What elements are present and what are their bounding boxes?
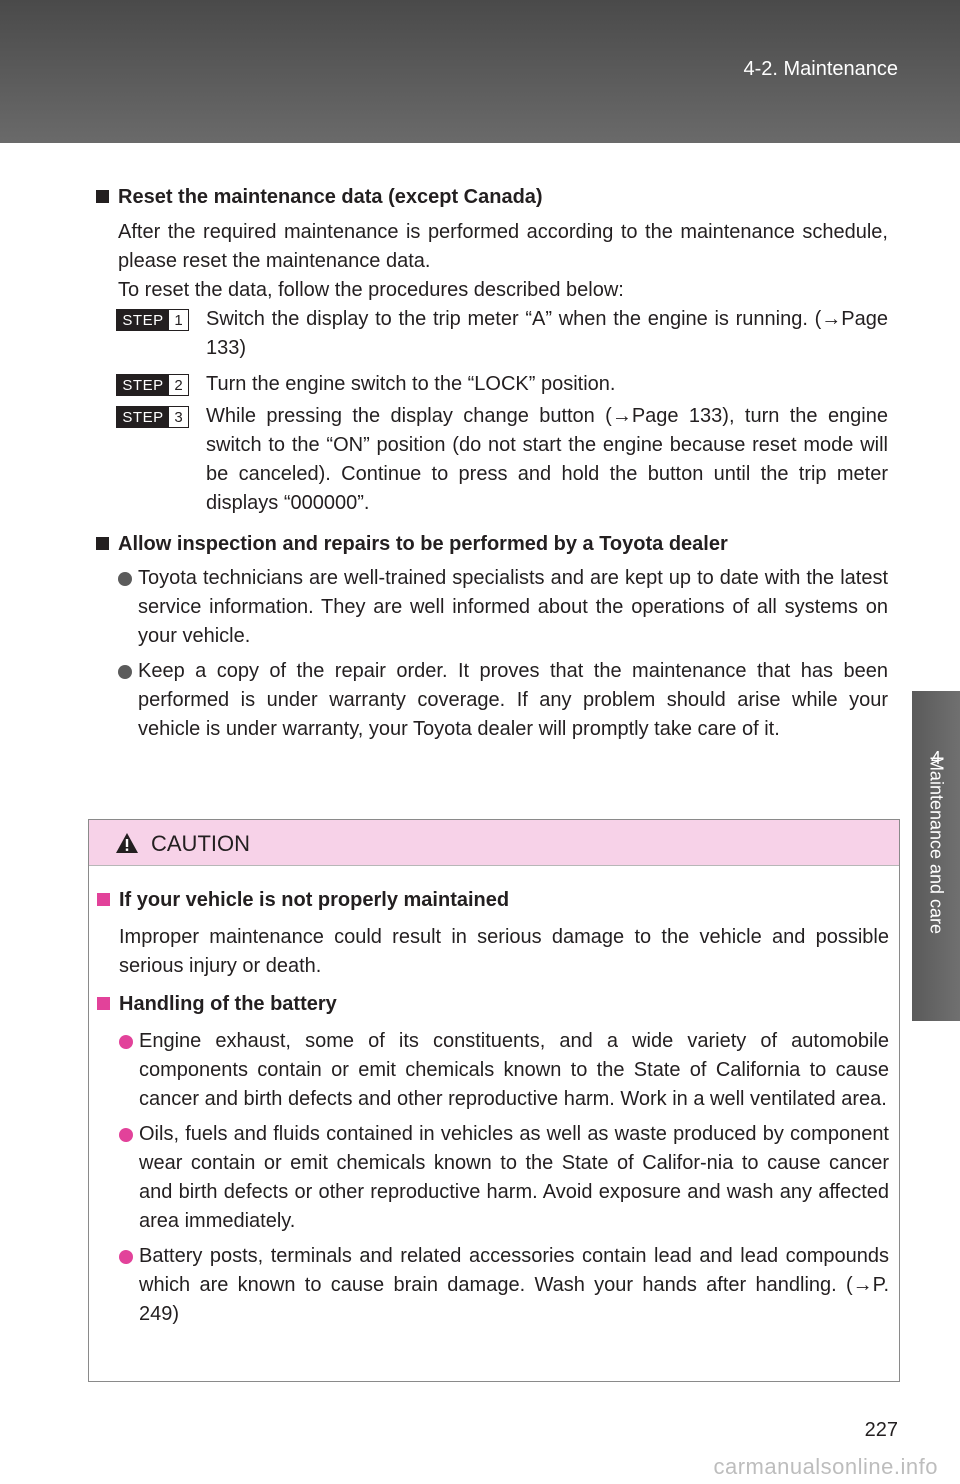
inspection-heading: Allow inspection and repairs to be perfo… — [96, 530, 888, 558]
step-2-text: Turn the engine switch to the “LOCK” pos… — [206, 373, 616, 395]
caution-box: CAUTION If your vehicle is not properly … — [88, 819, 900, 1382]
main-content: Reset the maintenance data (except Canad… — [96, 183, 888, 744]
page-number: 227 — [864, 1419, 898, 1441]
chapter-number: 4 — [930, 748, 941, 768]
caution-heading-maintenance: If your vehicle is not properly maintain… — [97, 886, 889, 914]
round-bullet-icon — [118, 665, 132, 679]
warning-icon — [116, 833, 138, 853]
caution-battery-bullet-3: Battery posts, terminals and related acc… — [97, 1242, 889, 1329]
step-1: STEP 1 Switch the display to the trip me… — [96, 305, 888, 363]
step-2-badge: STEP 2 — [116, 374, 189, 396]
caution-body: If your vehicle is not properly maintain… — [97, 886, 889, 1329]
section-title: 4-2. Maintenance — [743, 58, 898, 80]
step-2: STEP 2 Turn the engine switch to the “LO… — [96, 370, 888, 399]
round-bullet-icon — [119, 1035, 133, 1049]
step-3: STEP 3 While pressing the display change… — [96, 402, 888, 518]
round-bullet-icon — [118, 572, 132, 586]
inspection-bullet-1: Toyota technicians are well-trained spec… — [96, 564, 888, 651]
caution-battery-bullet-2: Oils, fuels and fluids contained in vehi… — [97, 1120, 889, 1236]
caution-heading-battery: Handling of the battery — [97, 990, 889, 1018]
inspection-bullet-2: Keep a copy of the repair order. It prov… — [96, 657, 888, 744]
square-bullet-icon — [96, 190, 109, 203]
chapter-label: Maintenance and care — [926, 755, 947, 935]
round-bullet-icon — [119, 1128, 133, 1142]
round-bullet-icon — [119, 1250, 133, 1264]
square-bullet-icon — [97, 893, 110, 906]
step-3-text: While pressing the display change button… — [206, 405, 888, 514]
caution-title: CAUTION — [151, 831, 250, 856]
reset-heading: Reset the maintenance data (except Canad… — [96, 183, 888, 211]
reset-paragraph-1: After the required maintenance is perfor… — [118, 221, 888, 272]
caution-maintenance-text: Improper maintenance could result in ser… — [119, 926, 889, 977]
caution-battery-bullet-1: Engine exhaust, some of its constituents… — [97, 1027, 889, 1114]
square-bullet-icon — [97, 997, 110, 1010]
step-3-badge: STEP 3 — [116, 406, 189, 428]
step-1-badge: STEP 1 — [116, 309, 189, 331]
page-header: 4-2. Maintenance — [0, 0, 960, 143]
step-1-text: Switch the display to the trip meter “A”… — [206, 308, 888, 359]
reset-paragraph-2: To reset the data, follow the procedures… — [118, 279, 624, 301]
chapter-side-tab: 4 Maintenance and care — [912, 691, 960, 1021]
square-bullet-icon — [96, 537, 109, 550]
caution-header: CAUTION — [89, 820, 899, 866]
watermark: carmanualsonline.info — [713, 1454, 938, 1479]
